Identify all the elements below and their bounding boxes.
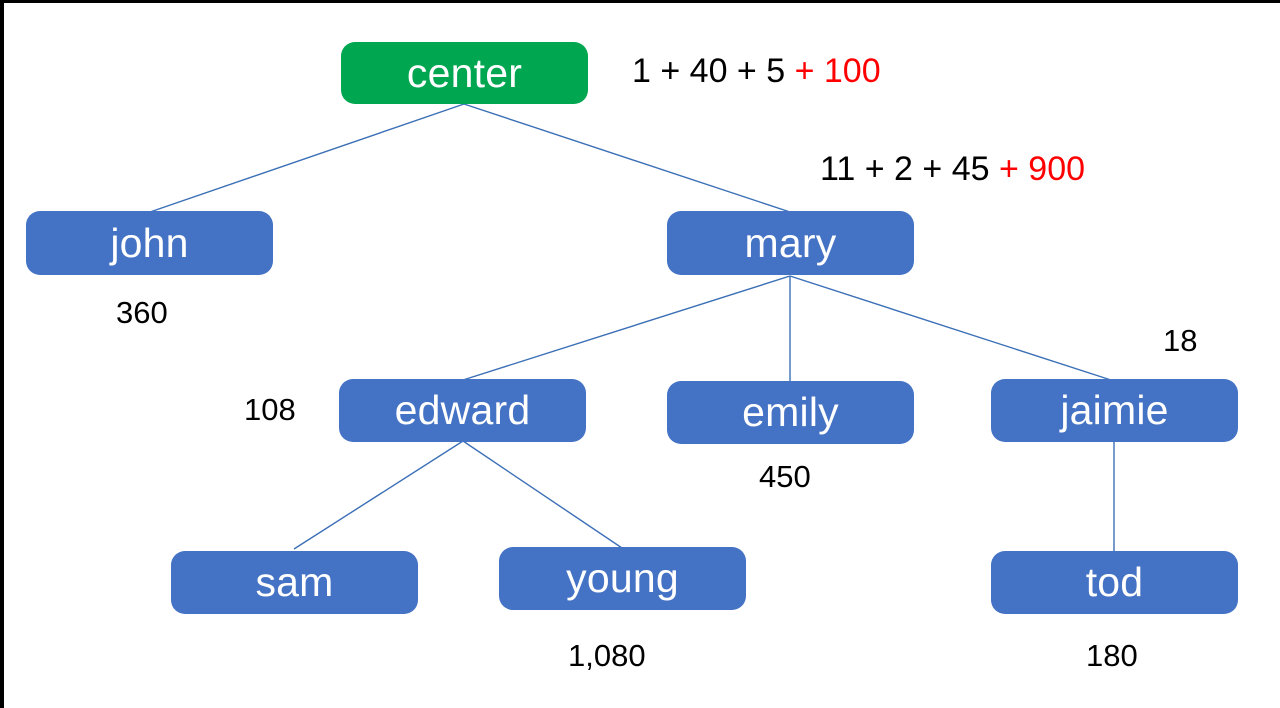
annotation-center-sum-black: 1 + 40 + 5 [632,52,786,90]
annotation-center-sum: 1 + 40 + 5 + 100 [632,54,881,88]
slide-border-top [0,0,1280,3]
edge-center-mary [463,103,791,213]
annotation-edward-value: 108 [244,392,296,427]
edge-center-john [149,103,465,213]
node-sam[interactable]: sam [171,551,418,614]
edge-edward-sam [293,440,464,550]
annotation-mary-sum-black: 11 + 2 + 45 [820,150,990,188]
edge-mary-edward [462,275,791,381]
annotation-young-value: 1,080 [568,638,646,673]
node-center[interactable]: center [341,42,588,104]
annotation-emily-value: 450 [759,459,811,494]
annotation-tod-value: 180 [1086,638,1138,673]
annotation-mary-sum: 11 + 2 + 45 + 900 [820,152,1085,186]
edge-mary-jaimie [789,275,1115,382]
node-mary[interactable]: mary [667,211,914,275]
annotation-center-sum-red: + 100 [794,52,881,90]
annotation-jaimie-value: 18 [1163,323,1198,358]
annotation-john-value: 360 [116,295,168,330]
node-edward[interactable]: edward [339,379,586,442]
edge-edward-young [462,440,623,549]
node-john[interactable]: john [26,211,273,275]
node-young[interactable]: young [499,547,746,610]
node-jaimie[interactable]: jaimie [991,379,1238,442]
slide-border-left [0,0,4,708]
annotation-mary-sum-red: + 900 [998,150,1086,188]
node-emily[interactable]: emily [667,381,914,444]
node-tod[interactable]: tod [991,551,1238,614]
